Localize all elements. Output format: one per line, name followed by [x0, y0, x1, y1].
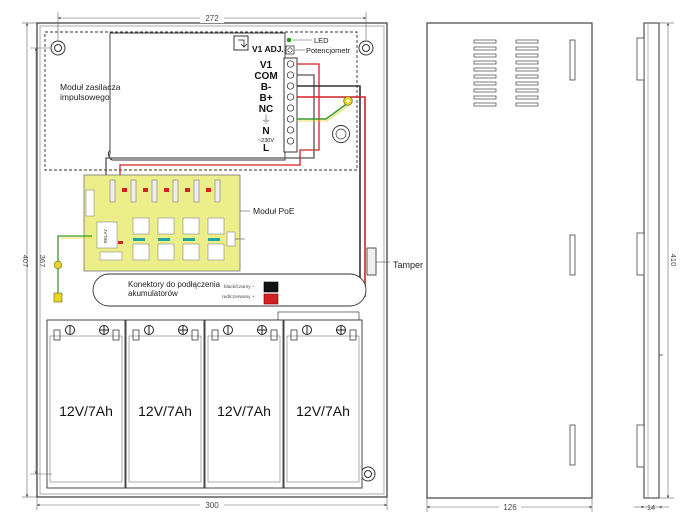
- ground-lug: [53, 292, 63, 303]
- dim-depth: 14: [647, 503, 655, 512]
- red-wire-v1: [119, 63, 320, 176]
- battery-3: 12V/7Ah: [204, 319, 284, 489]
- front-view: Moduł zasilacza impulsowego LED V1 ADJ. …: [21, 12, 423, 510]
- connector-red: [263, 293, 279, 305]
- led-label: LED: [314, 36, 329, 45]
- connector-black: [263, 281, 279, 293]
- terminal-l: L: [263, 143, 269, 154]
- terminal-230v: ~230V: [258, 138, 274, 144]
- terminal-com: COM: [254, 71, 277, 82]
- terminal-b-minus: B-: [261, 82, 272, 93]
- psu-area: [44, 31, 358, 171]
- dim-bottom-width: 300: [205, 501, 219, 510]
- battery-2: 12V/7Ah: [125, 319, 205, 489]
- poe-leds: [133, 238, 220, 241]
- terminal-b-plus: B+: [259, 93, 272, 104]
- depth-hinges: [636, 37, 645, 468]
- poe-label: Moduł PoE: [253, 206, 295, 216]
- led-indicator: [286, 37, 292, 43]
- battery-4-label: 12V/7Ah: [296, 403, 350, 419]
- dim-inner-height: 367: [38, 255, 47, 268]
- green-ground-wire: [297, 102, 349, 120]
- dim-outer-height: 407: [21, 255, 30, 268]
- side-hinge-slots: [569, 39, 576, 466]
- potentiometer-box: [233, 35, 249, 51]
- side-panel: [426, 22, 593, 499]
- terminal-ground-symbol: ⏚: [261, 113, 272, 126]
- dim-side-height: 410: [669, 254, 678, 267]
- ventilation-slots: [473, 39, 539, 107]
- poe-fuses: [109, 179, 221, 203]
- dimension-lines-depth: [634, 22, 674, 509]
- tamper-switch: [366, 247, 377, 276]
- v1-adj-label: V1 ADJ.: [252, 44, 284, 54]
- connector-black-label: black/czarny –: [224, 284, 255, 290]
- depth-view: 410 14: [634, 22, 678, 512]
- connectors-bubble: [92, 273, 367, 307]
- cable-gland: [332, 125, 350, 143]
- battery-4: 12V/7Ah: [283, 319, 363, 489]
- battery-1-label: 12V/7Ah: [59, 403, 113, 419]
- black-wire-com: [105, 74, 315, 176]
- poe-ports: [132, 217, 225, 261]
- terminal-v1: V1: [260, 60, 273, 71]
- poe-relay-label: RELAY: [103, 229, 108, 243]
- depth-panel: [643, 22, 660, 499]
- connectors-label-1: Konektory do podłączenia: [128, 280, 221, 289]
- battery-3-label: 12V/7Ah: [217, 403, 271, 419]
- enclosure-inner: [39, 25, 385, 495]
- tamper-label: Tamper: [393, 260, 423, 270]
- psu-label-2: impulsowego: [60, 92, 110, 102]
- poe-module: RELAY: [83, 174, 245, 272]
- dim-side-width: 126: [503, 503, 517, 512]
- potentiometer-screw: [285, 45, 295, 55]
- dim-top-width: 272: [205, 14, 219, 23]
- psu-label-1: Moduł zasilacza: [60, 82, 121, 92]
- connectors-label-2: akumulatorów: [128, 289, 178, 298]
- connector-red-label: red/czerwony +: [222, 294, 255, 300]
- potentiometer-label: Potencjometr: [306, 46, 351, 55]
- terminal-nc: NC: [259, 104, 273, 115]
- poe-relay: [96, 221, 118, 249]
- side-view: 126: [426, 22, 593, 512]
- battery-1: 12V/7Ah: [46, 319, 126, 489]
- left-ground-wire: [57, 235, 92, 262]
- battery-2-label: 12V/7Ah: [138, 403, 192, 419]
- terminal-screws: [286, 60, 295, 145]
- left-ground-terminal: [53, 260, 63, 270]
- terminal-n: N: [262, 126, 269, 137]
